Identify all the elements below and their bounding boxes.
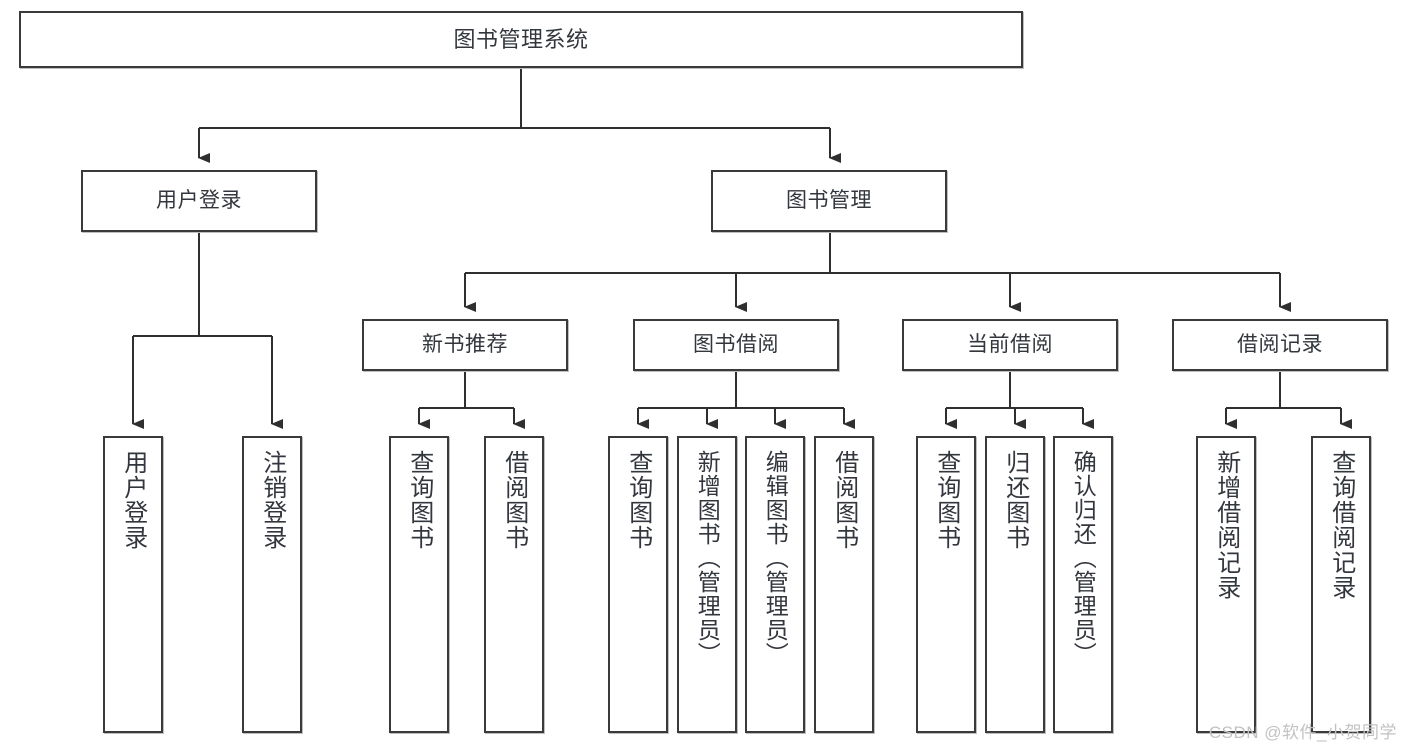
node-leaf-confirm-return-admin[interactable]: 确认归还（管理员） xyxy=(1053,436,1113,733)
node-leaf-user-login-label: 用户登录 xyxy=(119,450,147,550)
node-root-label: 图书管理系统 xyxy=(453,26,589,52)
node-current-borrow[interactable]: 当前借阅 xyxy=(902,319,1118,371)
node-leaf-query-book-1[interactable]: 查询图书 xyxy=(389,436,449,733)
node-user-login[interactable]: 用户登录 xyxy=(81,170,317,232)
node-leaf-add-borrow-record-label: 新增借阅记录 xyxy=(1212,450,1240,600)
node-leaf-add-book-admin[interactable]: 新增图书（管理员） xyxy=(677,436,737,733)
node-leaf-edit-book-admin-label: 编辑图书（管理员） xyxy=(762,450,789,666)
csdn-watermark: CSDN @软件_小贺同学 xyxy=(1208,723,1397,742)
node-leaf-query-book-2-label: 查询图书 xyxy=(624,450,652,550)
node-borrow-record-label: 借阅记录 xyxy=(1237,332,1323,356)
node-leaf-edit-book-admin[interactable]: 编辑图书（管理员） xyxy=(745,436,805,733)
node-leaf-query-book-3[interactable]: 查询图书 xyxy=(916,436,976,733)
node-leaf-logout-label: 注销登录 xyxy=(258,450,286,550)
node-leaf-return-book-label: 归还图书 xyxy=(1001,450,1029,550)
node-book-manage[interactable]: 图书管理 xyxy=(711,170,947,232)
node-leaf-borrow-book-2[interactable]: 借阅图书 xyxy=(814,436,874,733)
node-leaf-user-login[interactable]: 用户登录 xyxy=(103,436,163,733)
node-leaf-logout[interactable]: 注销登录 xyxy=(242,436,302,733)
node-leaf-borrow-book-1[interactable]: 借阅图书 xyxy=(484,436,544,733)
node-book-borrow-label: 图书借阅 xyxy=(693,332,779,356)
node-book-borrow[interactable]: 图书借阅 xyxy=(633,319,839,371)
node-leaf-confirm-return-admin-label: 确认归还（管理员） xyxy=(1070,450,1097,666)
node-leaf-query-borrow-record-label: 查询借阅记录 xyxy=(1327,450,1355,600)
node-book-manage-label: 图书管理 xyxy=(786,188,872,212)
node-leaf-return-book[interactable]: 归还图书 xyxy=(985,436,1045,733)
node-current-borrow-label: 当前借阅 xyxy=(967,332,1053,356)
node-leaf-query-book-3-label: 查询图书 xyxy=(932,450,960,550)
node-leaf-query-borrow-record[interactable]: 查询借阅记录 xyxy=(1311,436,1371,733)
node-leaf-add-borrow-record[interactable]: 新增借阅记录 xyxy=(1196,436,1256,733)
node-new-book-recommend[interactable]: 新书推荐 xyxy=(362,319,568,371)
node-leaf-borrow-book-1-label: 借阅图书 xyxy=(500,450,528,550)
node-leaf-borrow-book-2-label: 借阅图书 xyxy=(830,450,858,550)
node-root[interactable]: 图书管理系统 xyxy=(19,11,1023,68)
node-leaf-query-book-1-label: 查询图书 xyxy=(405,450,433,550)
node-leaf-add-book-admin-label: 新增图书（管理员） xyxy=(694,450,721,666)
node-borrow-record[interactable]: 借阅记录 xyxy=(1172,319,1388,371)
node-new-book-recommend-label: 新书推荐 xyxy=(422,332,508,356)
node-leaf-query-book-2[interactable]: 查询图书 xyxy=(608,436,668,733)
node-user-login-label: 用户登录 xyxy=(156,188,242,212)
